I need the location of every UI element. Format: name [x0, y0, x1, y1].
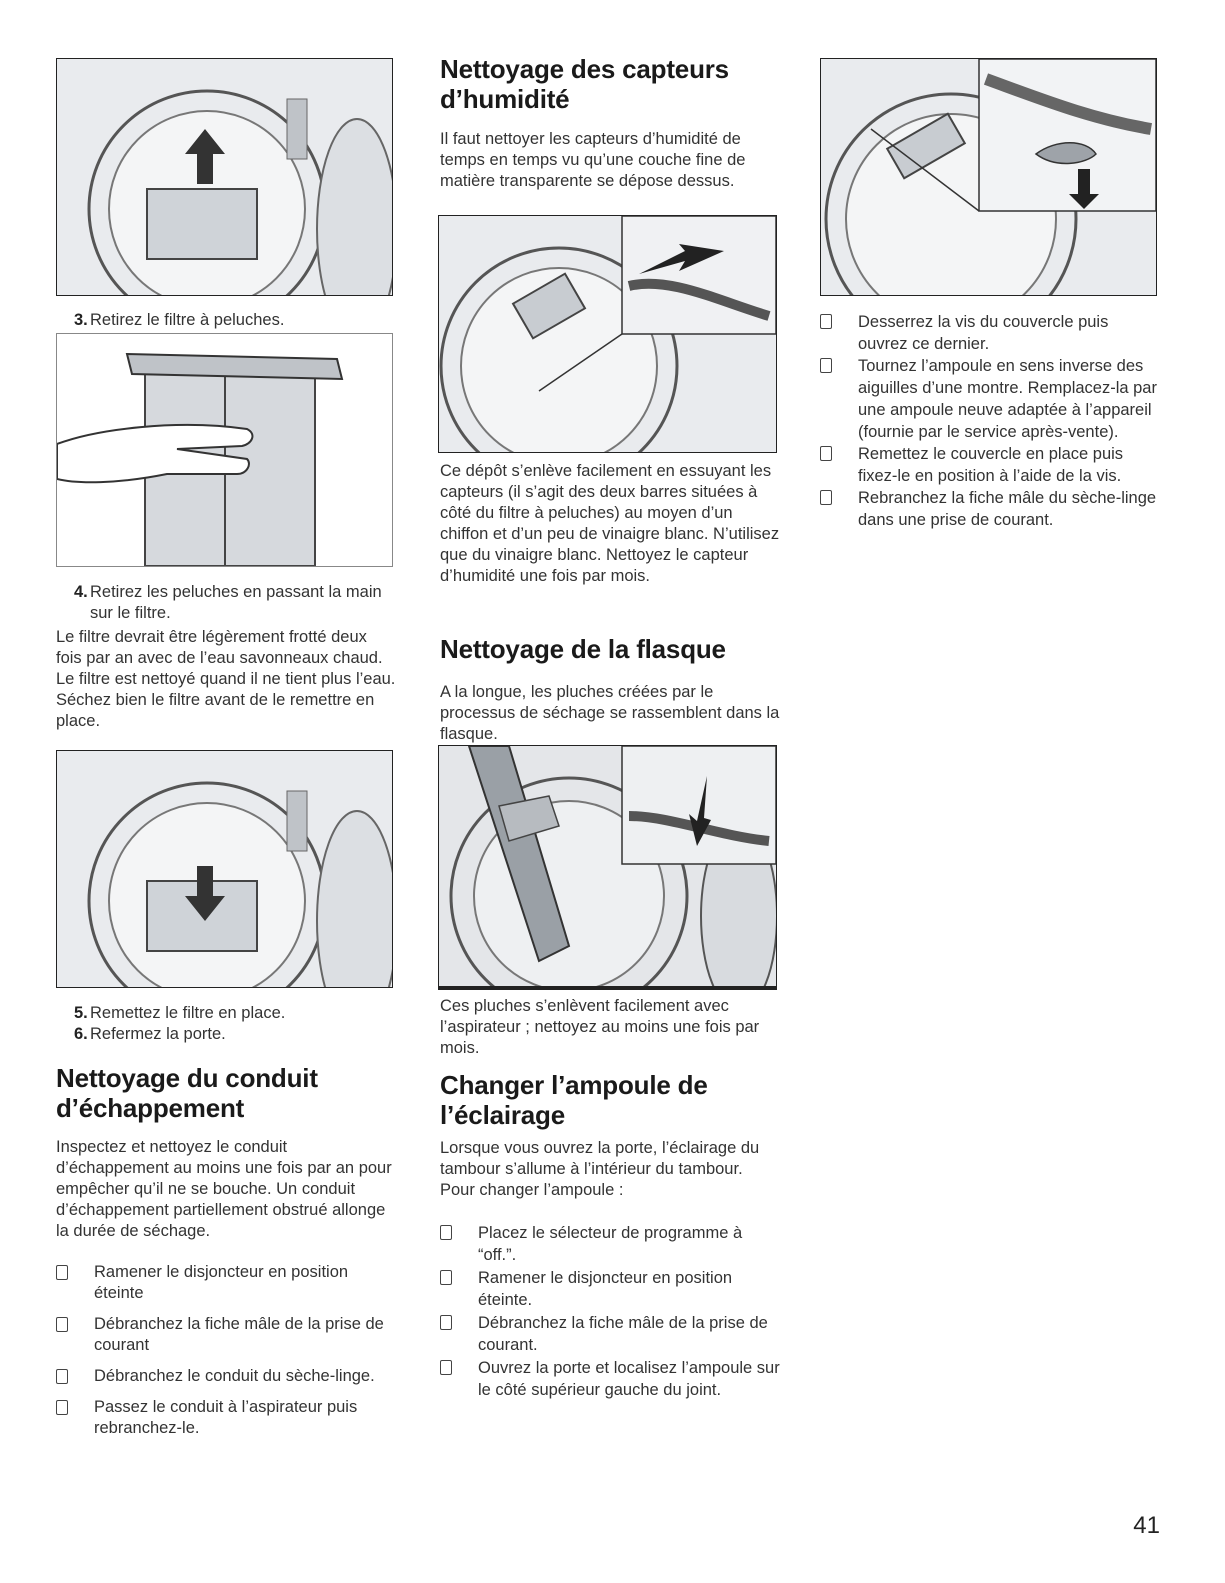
bulb-illustration — [821, 59, 1156, 295]
checkbox-icon — [56, 1369, 68, 1384]
figure-bulb — [820, 58, 1157, 296]
clean-filter-illustration — [57, 334, 392, 566]
checkbox-icon — [440, 1270, 452, 1285]
page-number: 41 — [1133, 1512, 1160, 1539]
checkbox-icon — [440, 1360, 452, 1375]
checkbox-icon — [440, 1315, 452, 1330]
checkbox-icon — [440, 1225, 452, 1240]
step-4: 4.Retirez les peluches en passant la mai… — [74, 583, 382, 622]
checkbox-icon — [56, 1265, 68, 1280]
sensor-paragraph: Il faut nettoyer les capteurs d’humidité… — [440, 130, 746, 190]
flasque-paragraph-2: Ces pluches s’enlèvent facilement avec l… — [440, 997, 760, 1057]
heading-flasque: Nettoyage de la flasque — [440, 634, 726, 664]
heading-duct: Nettoyage du conduit d’échappement — [56, 1063, 318, 1123]
bulb-check-item: Placez le sélecteur de programme à “off.… — [440, 1222, 780, 1266]
bulb-checklist: Placez le sélecteur de programme à “off.… — [440, 1222, 780, 1401]
duct-checklist: Ramener le disjoncteur en position étein… — [56, 1262, 396, 1449]
checkbox-icon — [820, 314, 832, 329]
bulb-check-item: Desserrez la vis du couvercle puis ouvre… — [820, 311, 1160, 355]
checkbox-icon — [56, 1317, 68, 1332]
checkbox-icon — [820, 490, 832, 505]
steps-5-6: 5.Remettez le filtre en place. 6.Referme… — [74, 1004, 286, 1043]
duct-check-item: Ramener le disjoncteur en position étein… — [56, 1262, 396, 1304]
figure-clean-filter — [56, 333, 393, 567]
bulb-check-item: Remettez le couvercle en place puis fixe… — [820, 443, 1160, 487]
bulb-check-item: Rebranchez la fiche mâle du sèche-linge … — [820, 487, 1160, 531]
step-3: 3.Retirez le filtre à peluches. — [74, 311, 285, 329]
checkbox-icon — [820, 358, 832, 373]
duct-check-item: Débranchez le conduit du sèche-linge. — [56, 1366, 396, 1387]
bulb-check-item: Ramener le disjoncteur en position étein… — [440, 1267, 780, 1311]
duct-check-item: Passez le conduit à l’aspirateur puis re… — [56, 1397, 396, 1439]
heading-sensors: Nettoyage des capteurs d’humidité — [440, 54, 729, 114]
filter-paragraph: Le filtre devrait être légèrement frotté… — [56, 628, 396, 730]
figure-replace-filter — [56, 750, 393, 988]
bulb-check-item: Débranchez la fiche mâle de la prise de … — [440, 1312, 780, 1356]
remove-filter-illustration — [57, 59, 392, 295]
heading-bulb: Changer l’ampoule de l’éclairage — [440, 1070, 708, 1130]
figure-remove-filter — [56, 58, 393, 296]
figure-sensors — [438, 215, 777, 453]
duct-check-item: Débranchez la fiche mâle de la prise de … — [56, 1314, 396, 1356]
flasque-illustration — [439, 746, 776, 986]
bulb-check-item: Ouvrez la porte et localisez l’ampoule s… — [440, 1357, 780, 1401]
bulb-check-item: Tournez l’ampoule en sens inverse des ai… — [820, 355, 1160, 443]
bulb-paragraph: Lorsque vous ouvrez la porte, l’éclairag… — [440, 1139, 760, 1199]
bulb-checklist-2: Desserrez la vis du couvercle puis ouvre… — [820, 311, 1160, 531]
checkbox-icon — [820, 446, 832, 461]
sensors-illustration — [439, 216, 776, 452]
duct-paragraph: Inspectez et nettoyez le conduit d’échap… — [56, 1138, 392, 1240]
figure-flasque — [438, 745, 777, 990]
flasque-paragraph: A la longue, les pluches créées par le p… — [440, 683, 780, 743]
replace-filter-illustration — [57, 751, 392, 987]
sensor-paragraph-2: Ce dépôt s’enlève facilement en essuyant… — [440, 462, 780, 585]
checkbox-icon — [56, 1400, 68, 1415]
